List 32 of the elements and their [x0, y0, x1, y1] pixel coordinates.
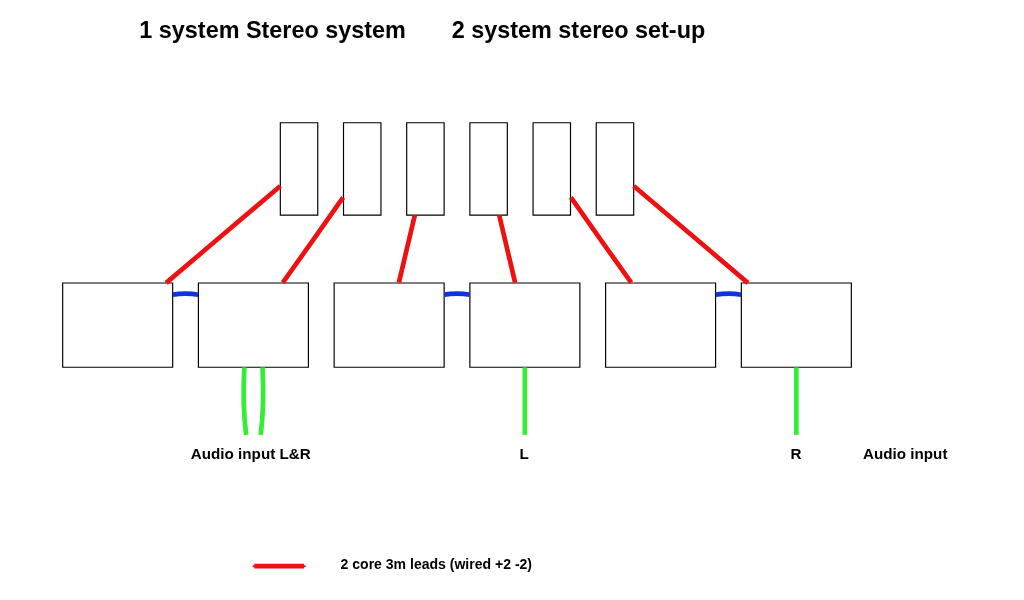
connector	[258, 367, 266, 436]
connector	[568, 195, 634, 285]
node-box	[740, 282, 852, 368]
connector	[497, 214, 518, 284]
connector	[794, 367, 799, 435]
node-box	[333, 282, 445, 368]
connector	[396, 214, 417, 284]
node-box	[406, 122, 445, 216]
connector	[164, 184, 282, 285]
node-box	[197, 282, 309, 368]
node-box	[595, 122, 635, 216]
node-text: R	[790, 445, 802, 463]
legend-label: 2 core 3m leads (wired +2 -2)	[340, 555, 533, 572]
node-text: Audio input L&R	[190, 445, 311, 463]
node-box	[469, 282, 581, 368]
connector	[241, 367, 249, 436]
node-box	[342, 122, 382, 216]
node-box	[605, 282, 717, 368]
node-box	[532, 122, 572, 216]
node-box	[62, 282, 174, 368]
node-box	[469, 122, 508, 216]
label: 2 system stereo set-up	[451, 17, 706, 44]
connector	[443, 291, 471, 297]
connector	[715, 291, 742, 297]
connector	[280, 195, 346, 285]
connector	[522, 367, 528, 435]
node-text: L	[519, 445, 529, 463]
label: 1 system Stereo system	[139, 17, 406, 44]
connector	[172, 291, 199, 297]
label: Audio input	[863, 445, 948, 463]
node-box	[279, 122, 319, 216]
connector	[632, 184, 750, 285]
